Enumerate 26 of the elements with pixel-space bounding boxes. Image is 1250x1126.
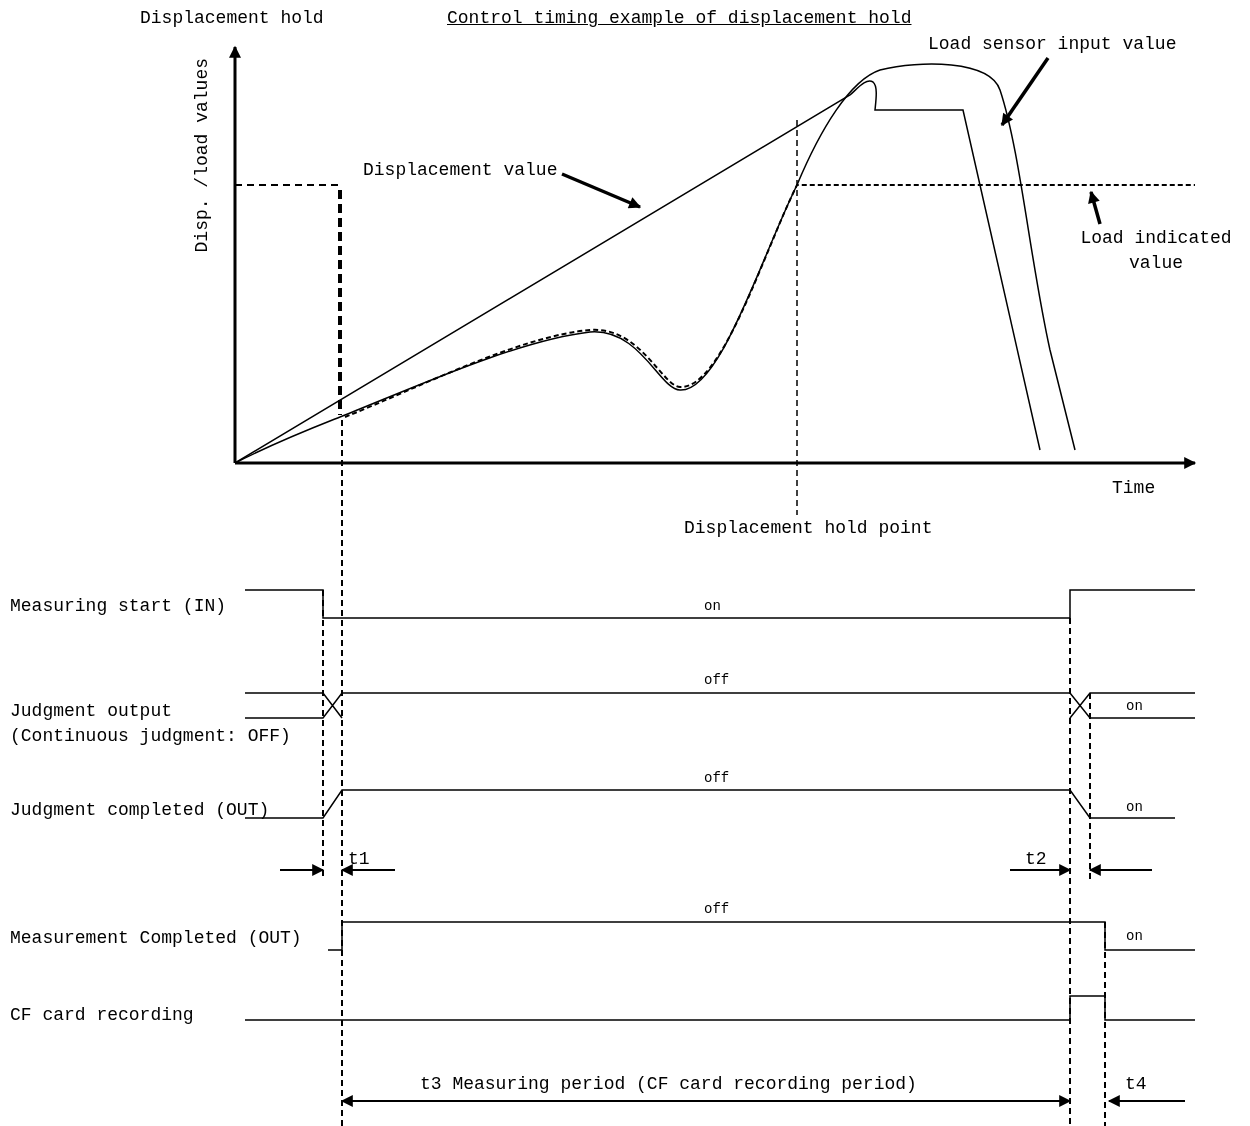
signal-name: CF card recording xyxy=(10,1005,194,1026)
state-label: on xyxy=(1126,928,1143,944)
timing-label: t3 Measuring period (CF card recording period) xyxy=(420,1074,917,1095)
signal-name: Judgment output (Continuous judgment: OFF) xyxy=(10,700,292,748)
timing-label: t1 xyxy=(348,849,370,870)
timing-label: t2 xyxy=(1025,849,1047,870)
axis-label: Displacement hold xyxy=(140,8,324,29)
state-label: on xyxy=(1126,799,1143,815)
state-label: on xyxy=(704,598,721,614)
state-label: off xyxy=(704,770,730,786)
timing-label: t4 xyxy=(1125,1074,1147,1095)
leader-arrow xyxy=(561,172,642,209)
leader-arrow xyxy=(1000,57,1050,126)
signal-name: Judgment completed (OUT) xyxy=(10,800,270,821)
axis-label: Disp. /load values xyxy=(192,58,213,253)
signal-name: Measuring start (IN) xyxy=(10,596,227,617)
curve-label: Load sensor input value xyxy=(928,34,1177,55)
point-label: Displacement hold point xyxy=(684,518,933,539)
state-label: off xyxy=(704,901,730,917)
signal-name: Measurement Completed (OUT) xyxy=(10,928,302,949)
curve-label: Load indicated value xyxy=(1075,226,1237,276)
state-label: on xyxy=(1126,698,1143,714)
axis-label: Time xyxy=(1112,478,1156,499)
chart-title: Control timing example of displacement hold xyxy=(447,8,912,29)
leader-arrow xyxy=(1088,190,1102,225)
state-label: off xyxy=(704,672,730,688)
